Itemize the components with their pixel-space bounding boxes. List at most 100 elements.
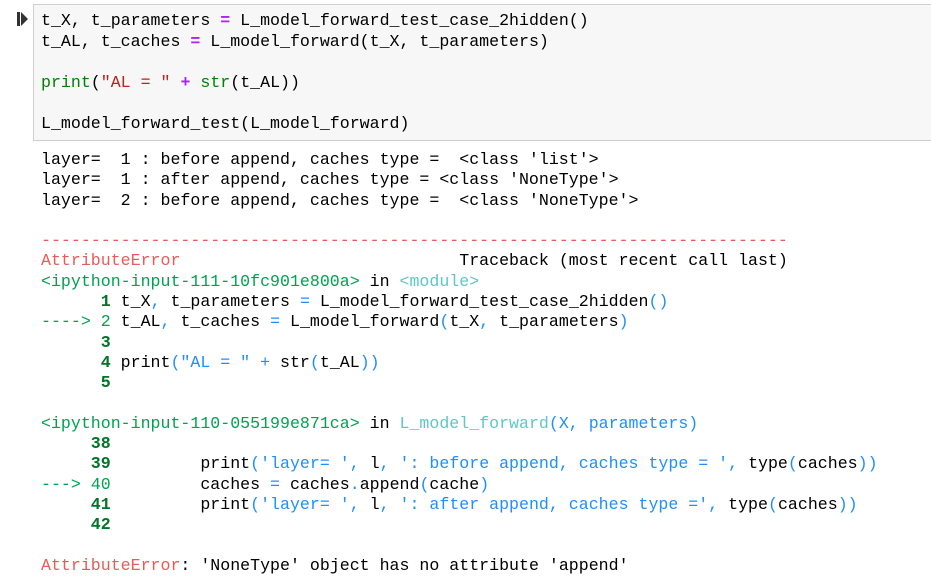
code-token — [190, 73, 200, 92]
code-token: = — [270, 474, 281, 494]
code-line — [41, 211, 878, 231]
code-token: L_model_forward_test_case_2hidden() — [230, 11, 589, 30]
code-token: t_caches — [170, 312, 271, 332]
code-line: ----------------------------------------… — [41, 231, 878, 251]
code-token: t_AL, t_caches — [41, 31, 191, 51]
run-cell-icon[interactable] — [17, 12, 29, 26]
code-token: Traceback (most recent call last) — [180, 251, 788, 271]
code-token: , ': before append, caches type = ', — [379, 454, 749, 474]
code-token: caches — [797, 454, 858, 474]
code-token: 3 — [100, 332, 111, 352]
code-token: print — [110, 454, 251, 474]
code-line — [41, 93, 589, 114]
code-token: print — [110, 495, 251, 515]
code-token: . — [349, 474, 360, 494]
code-token: caches — [110, 474, 271, 494]
code-token: ("AL = " + — [170, 352, 281, 372]
code-token: AttributeError — [41, 555, 181, 575]
code-token: + — [180, 72, 191, 92]
code-token — [170, 73, 180, 92]
code-token: 4 — [100, 352, 111, 372]
code-token: 5 — [100, 373, 111, 393]
code-token: t_X, t_parameters — [41, 11, 221, 30]
code-line: AttributeError Traceback (most recent ca… — [41, 251, 878, 271]
code-token — [41, 373, 101, 392]
code-token — [41, 292, 101, 311]
code-token: AttributeError — [41, 251, 181, 271]
code-token — [41, 333, 101, 352]
code-token: l — [369, 495, 380, 515]
code-token: type — [728, 495, 768, 515]
code-token: = — [190, 31, 201, 51]
code-token: t_parameters — [489, 312, 619, 332]
code-token: t_AL — [110, 312, 161, 332]
code-token: 39 — [90, 454, 111, 474]
code-token: = — [220, 11, 231, 30]
code-token: ---> 40 — [41, 474, 111, 494]
code-token: L_model_forward_test_case_2hidden — [309, 292, 649, 312]
code-line: 38 — [41, 434, 878, 454]
code-token: L_model_forward(t_X, t_parameters) — [200, 31, 549, 51]
code-token: ('layer= ', — [250, 454, 370, 474]
code-token: )) — [359, 352, 380, 372]
code-token: )) — [837, 495, 858, 515]
code-line: <ipython-input-111-10fc901e800a> in <mod… — [41, 272, 878, 292]
cell-output: layer= 1 : before append, caches type = … — [41, 150, 878, 576]
code-token — [41, 434, 91, 453]
code-line: 4 print("AL = " + str(t_AL)) — [41, 353, 878, 373]
code-token: in — [359, 271, 400, 291]
code-token — [41, 515, 91, 534]
code-line: layer= 2 : before append, caches type = … — [41, 191, 878, 211]
code-token: append — [359, 474, 420, 494]
code-token: ( — [439, 312, 450, 332]
code-token: L_model_forward_test(L_model_forward) — [41, 113, 410, 133]
code-cell-input[interactable]: t_X, t_parameters = L_model_forward_test… — [33, 4, 931, 141]
code-line: L_model_forward_test(L_model_forward) — [41, 114, 589, 135]
code-line: 5 — [41, 373, 878, 393]
code-line: print("AL = " + str(t_AL)) — [41, 73, 589, 94]
code-token: , — [150, 292, 161, 312]
code-line — [41, 394, 878, 414]
code-line — [41, 52, 589, 73]
code-line: layer= 1 : after append, caches type = <… — [41, 170, 878, 190]
code-token — [41, 353, 101, 372]
code-token: )) — [857, 454, 878, 474]
code-token: (X, parameters) — [548, 413, 699, 433]
code-line: AttributeError: 'NoneType' object has no… — [41, 556, 878, 576]
code-token: ( — [767, 495, 778, 515]
code-token: L_model_forward — [280, 312, 440, 332]
code-token: , — [479, 312, 490, 332]
code-token: in — [359, 413, 400, 433]
code-token: layer= 1 : before append, caches type = … — [41, 150, 599, 169]
code-token: ( — [419, 474, 430, 494]
code-token: , ': after append, caches type =', — [379, 495, 729, 515]
code-token: ----> 2 — [41, 312, 111, 332]
code-token: t_AL — [319, 352, 360, 372]
code-token: caches — [280, 474, 350, 494]
code-token: ( — [787, 454, 798, 474]
code-token: print — [41, 72, 91, 92]
code-token: <ipython-input-111-10fc901e800a> — [41, 271, 360, 291]
code-line: layer= 1 : before append, caches type = … — [41, 150, 878, 170]
code-line: ---> 40 caches = caches.append(cache) — [41, 475, 878, 495]
code-token: ----------------------------------------… — [41, 231, 788, 251]
code-token: <ipython-input-110-055199e871ca> — [41, 413, 360, 433]
code-token: 41 — [90, 495, 111, 515]
code-token: str — [280, 352, 310, 372]
code-token: 1 — [100, 292, 111, 312]
code-editor[interactable]: t_X, t_parameters = L_model_forward_test… — [41, 11, 589, 134]
code-token — [41, 454, 91, 473]
code-token: , — [160, 312, 171, 332]
code-line: 41 print('layer= ', l, ': after append, … — [41, 495, 878, 515]
code-token: (t_AL)) — [230, 72, 300, 92]
code-token: caches — [777, 495, 838, 515]
code-token: t_X — [449, 312, 480, 332]
code-token: str — [200, 72, 231, 92]
code-token: "AL = " — [100, 72, 171, 92]
code-token: t_X — [110, 292, 151, 312]
code-token: layer= 2 : before append, caches type = … — [41, 190, 639, 210]
code-token: t_parameters — [160, 292, 300, 312]
code-line: 3 — [41, 333, 878, 353]
code-line: <ipython-input-110-055199e871ca> in L_mo… — [41, 414, 878, 434]
code-token: l — [369, 454, 380, 474]
